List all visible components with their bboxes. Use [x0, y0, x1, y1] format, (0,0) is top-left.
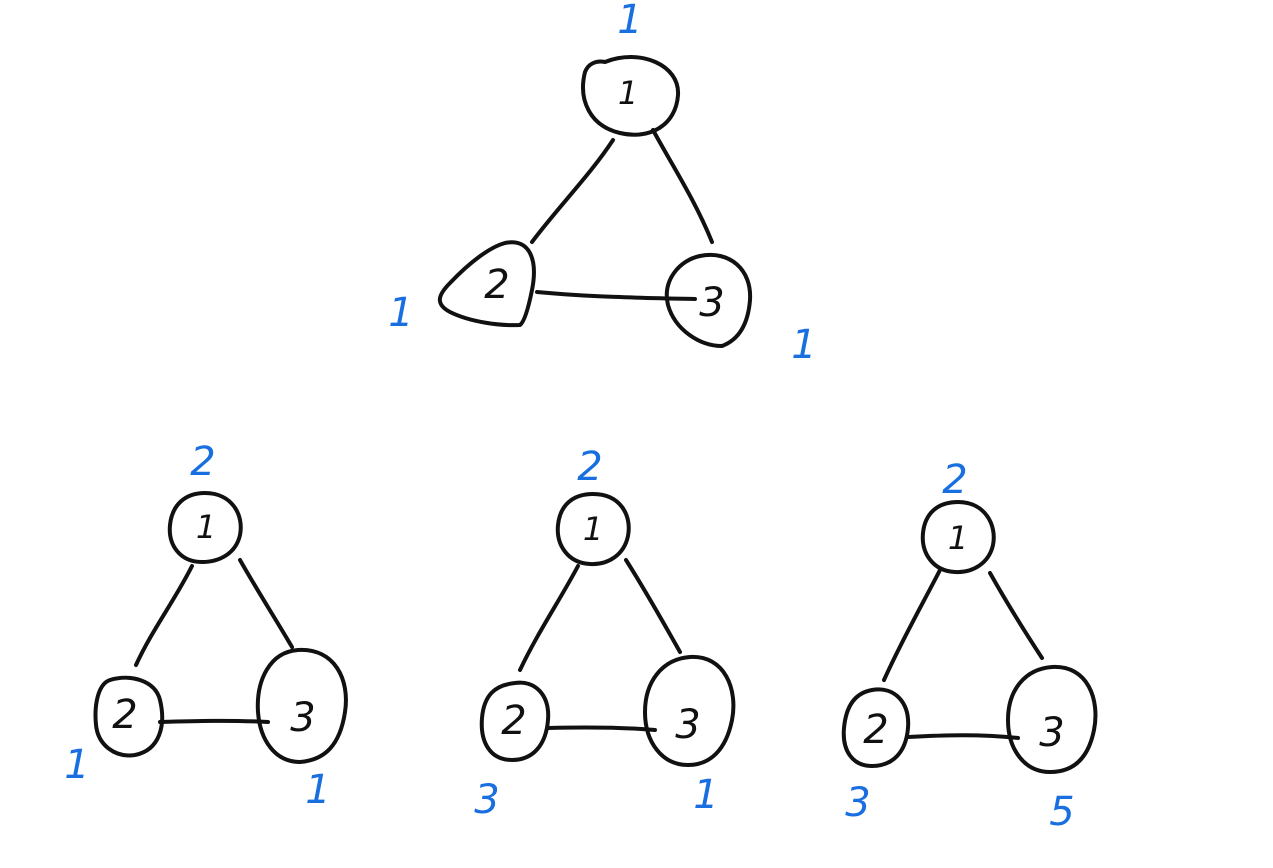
node-1-value: 2 — [190, 439, 215, 485]
node-2-shape — [479, 680, 551, 762]
edge-1-3 — [988, 571, 1044, 660]
edge-1-3 — [238, 558, 294, 649]
node-2-label: 2 — [112, 692, 137, 738]
edge-1-2 — [134, 564, 194, 667]
node-1-value: 1 — [617, 0, 642, 43]
node-2-value: 3 — [845, 780, 870, 826]
node-3-label: 3 — [675, 702, 700, 748]
node-2-label: 2 — [484, 262, 509, 308]
node-1-circle — [581, 55, 681, 137]
node-3-shape — [255, 647, 348, 764]
edge-2-3 — [535, 290, 697, 301]
node-2-shape — [437, 240, 536, 328]
node-1-value: 2 — [577, 444, 602, 490]
node-1-circle — [920, 500, 996, 575]
node-2-label: 2 — [501, 698, 526, 744]
edge-1-3 — [624, 558, 682, 654]
node-3-value: 5 — [1049, 789, 1074, 835]
edge-2-3 — [906, 733, 1020, 740]
node-1-label: 1 — [196, 508, 216, 546]
node-3-value: 1 — [791, 322, 816, 368]
node-3-label: 3 — [1039, 710, 1064, 756]
node-3-shape — [643, 654, 736, 767]
edge-1-2 — [530, 138, 615, 244]
graph-bottom-right: 1 2 3 2 3 5 — [841, 457, 1098, 835]
graph-bottom-middle: 1 2 3 2 3 1 — [474, 444, 736, 823]
edge-1-2 — [882, 568, 942, 682]
node-1-value: 2 — [942, 457, 967, 503]
node-2-value: 3 — [474, 777, 499, 823]
node-2-shape — [93, 675, 165, 758]
node-3-shape — [664, 252, 753, 348]
graph-bottom-left: 1 2 3 2 1 1 — [64, 439, 348, 813]
node-1-circle — [167, 491, 243, 564]
node-1-label: 1 — [583, 510, 603, 548]
edge-2-3 — [158, 718, 270, 724]
node-1-label: 1 — [618, 74, 638, 112]
node-2-label: 2 — [863, 707, 888, 753]
edge-1-2 — [518, 564, 580, 672]
graph-top: 1 2 3 1 1 1 — [388, 0, 816, 368]
node-2-shape — [841, 687, 911, 768]
node-3-shape — [1006, 664, 1098, 774]
node-3-label: 3 — [699, 280, 724, 326]
node-2-value: 1 — [64, 742, 89, 788]
node-1-circle — [555, 492, 631, 567]
edge-2-3 — [546, 725, 657, 732]
node-3-value: 1 — [305, 767, 330, 813]
node-3-label: 3 — [290, 695, 315, 741]
node-3-value: 1 — [693, 772, 718, 818]
node-1-label: 1 — [948, 519, 968, 557]
edge-1-3 — [651, 128, 714, 244]
node-2-value: 1 — [388, 290, 413, 336]
